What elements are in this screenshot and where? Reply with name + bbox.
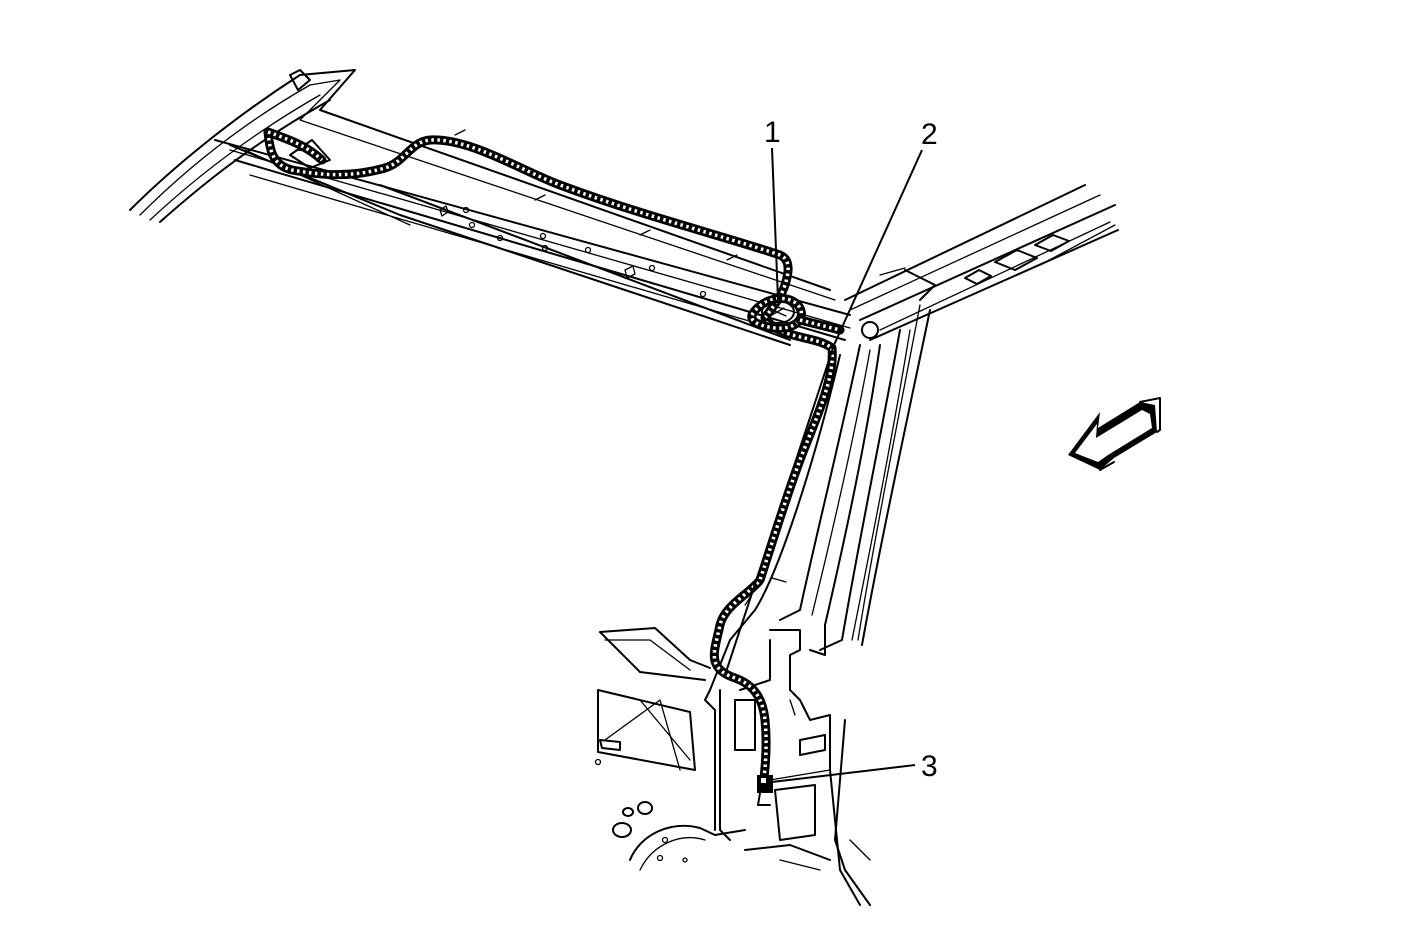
callout-leaders [725, 147, 923, 783]
leader-line-2 [833, 149, 923, 346]
harness-retainer [761, 300, 795, 324]
lower-left-panel [594, 627, 746, 871]
wiring-harness [263, 127, 845, 783]
callout-label-3: 3 [921, 750, 938, 783]
leader-line-1 [771, 147, 779, 301]
forward-arrow-icon [1068, 397, 1161, 471]
callout-label-1: 1 [764, 116, 781, 149]
leader-line-2b [725, 344, 835, 673]
callout-label-2: 2 [921, 118, 938, 151]
roof-header-rail [129, 69, 851, 346]
leader-line-3 [771, 764, 916, 783]
right-roof-rail [844, 184, 1119, 341]
harness-connector [757, 775, 773, 806]
